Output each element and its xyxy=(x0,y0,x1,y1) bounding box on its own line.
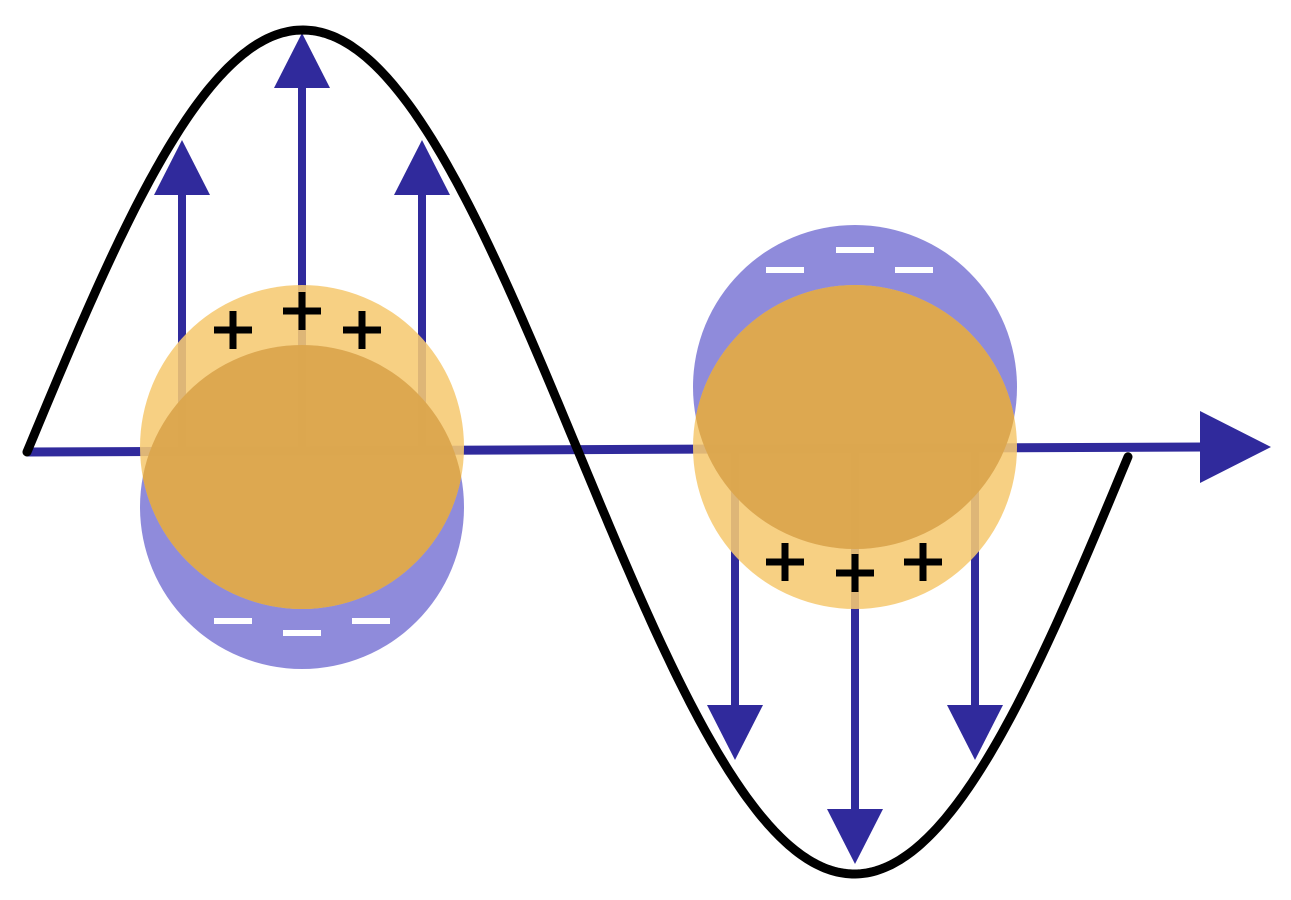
field-arrow-up-1-head xyxy=(154,140,210,195)
plus-sign-v xyxy=(298,292,306,330)
minus-sign xyxy=(352,618,390,624)
field-arrow-down-3-head xyxy=(947,705,1003,760)
field-arrow-down-2-head xyxy=(827,809,883,864)
plus-sign-v xyxy=(781,543,789,581)
plus-sign-v xyxy=(229,311,237,349)
minus-sign xyxy=(895,267,933,273)
electric-field-wave xyxy=(22,25,1133,879)
plus-sign-v xyxy=(358,311,366,349)
minus-sign xyxy=(836,247,874,253)
minus-sign xyxy=(766,267,804,273)
axis-arrowhead xyxy=(1200,411,1271,483)
plus-sign-v xyxy=(919,543,927,581)
field-arrow-up-3-head xyxy=(394,140,450,195)
minus-sign xyxy=(283,630,321,636)
minus-sign xyxy=(214,618,252,624)
field-arrow-up-2-head xyxy=(274,33,330,88)
field-arrow-down-1-head xyxy=(707,705,763,760)
plus-sign-v xyxy=(851,554,859,592)
